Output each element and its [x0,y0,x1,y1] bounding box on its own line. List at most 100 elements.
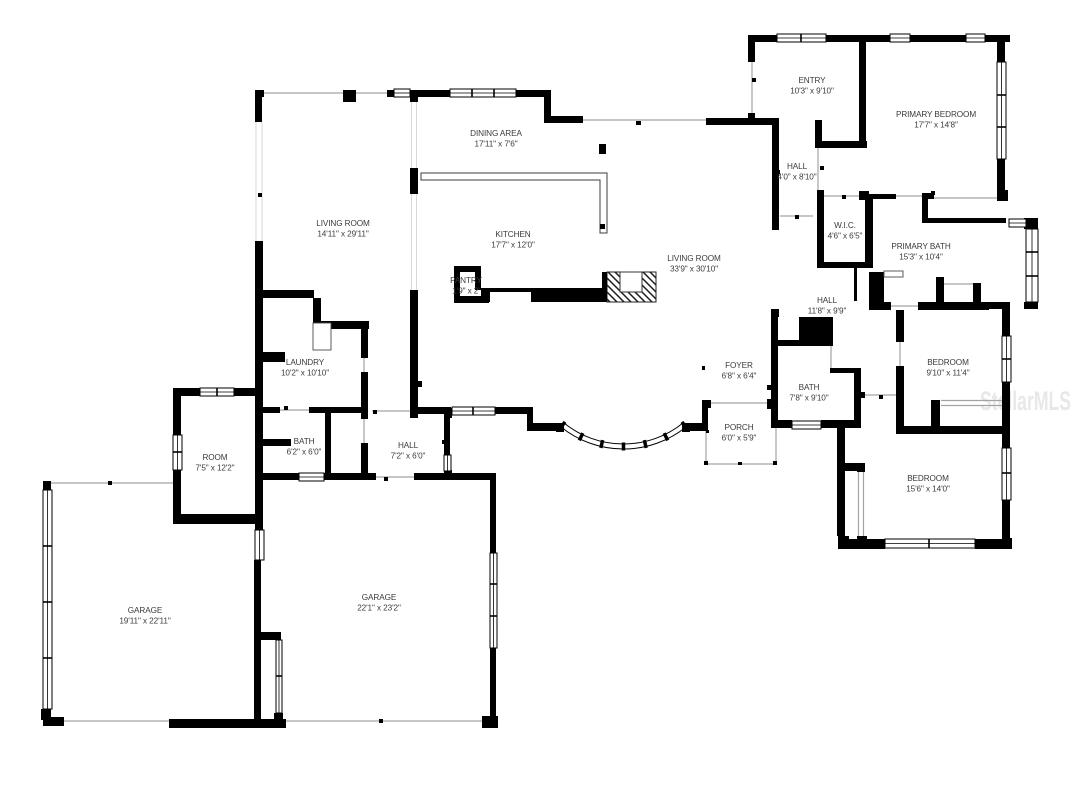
wall-segment [527,407,533,431]
bay-tick [577,432,585,442]
wall-segment [702,400,708,430]
wall-segment [896,366,904,426]
room-name-foyer: FOYER [725,361,753,370]
fireplace-firebox [619,271,643,293]
door-tick [738,462,742,465]
room-name-entry: ENTRY [798,76,826,85]
bay-tick [662,432,670,442]
wall-segment [41,709,51,720]
wall-segment [361,443,368,478]
wall-segment [490,480,496,553]
wall-segment [854,368,861,427]
room-dims-kitchen: 17'7" x 12'0" [491,241,535,250]
wall-segment [922,194,928,223]
wall-segment [767,399,777,409]
wall-segment [896,426,1002,434]
door-tick [108,481,112,485]
room-dims-living-room-1: 14'11" x 29'11" [317,230,368,239]
wall-segment [263,290,314,298]
room-name-bath-1: BATH [294,437,315,446]
wall-segment [869,272,884,310]
wall-segment [410,90,418,102]
room-dims-primary-bedroom: 17'7" x 14'8" [914,121,958,130]
wall-segment [255,473,299,480]
wall-segment [859,42,866,148]
door-tick [384,477,388,481]
wall-segment [261,632,281,640]
wall-segment [859,194,896,199]
wall-segment [1024,302,1038,309]
door-tick [379,719,383,723]
room-label-primary-bath: PRIMARY BATH 15'3" x 10'4" [891,242,951,262]
room-name-dining-area: DINING AREA [470,129,522,138]
door-tick [636,121,641,125]
wall-segment [686,423,706,431]
window [1001,447,1012,501]
room-dims-primary-bath: 15'3" x 10'4" [899,253,943,262]
wall-segment [997,190,1008,201]
room-dims-porch: 6'0" x 5'9" [722,434,757,443]
room-dims-dining-area: 17'11" x 7'6" [475,140,518,149]
door-tick [418,381,422,387]
wall-segment [815,120,822,148]
window [443,454,452,472]
window [1008,218,1027,228]
wall-segment [43,717,64,726]
counter-inset [490,292,531,302]
wall-segment [924,218,1006,223]
window [776,33,827,43]
wall-segment [748,35,755,62]
window [791,420,822,430]
wall-segment [343,90,356,102]
window [451,406,496,416]
wall-segment [444,418,450,455]
room-label-dining-area: DINING AREA 17'11" x 7'6" [470,129,522,149]
windows-layer [42,33,1039,714]
door-tick [442,440,446,444]
window [489,552,498,649]
wall-segment [544,90,551,123]
wall-segment [997,35,1005,62]
wall-segment [324,473,376,480]
room-dims-garage-1: 19'11" x 22'11" [119,617,170,626]
room-name-primary-bath: PRIMARY BATH [891,242,950,251]
room-dims-pantry: 1'9" x 2' [452,287,480,296]
wall-segment [173,388,200,396]
wall-segment [816,141,867,148]
room-dims-bedroom-3: 15'6" x 14'0" [906,485,950,494]
wall-segment [454,266,460,303]
door-tick [931,191,935,195]
room-dims-bath-2: 7'8" x 9'10" [789,394,828,403]
wall-segment [706,118,779,125]
room-dims-room: 7'5" x 12'2" [195,464,234,473]
wall-segment [975,539,1012,549]
room-label-garage-1: GARAGE 19'11" x 22'11" [119,606,171,626]
room-name-garage-1: GARAGE [128,606,163,615]
wall-segment [772,120,779,230]
wall-segment [821,420,861,428]
wall-segment [414,473,496,480]
wall-segment [748,35,778,42]
room-name-hall-1: HALL [787,162,808,171]
room-name-living-room-2: LIVING ROOM [667,254,721,263]
window [298,472,325,482]
wall-segment [826,35,890,42]
wall-segment [1002,500,1010,538]
room-dims-hall-3: 7'2" x 6'0" [391,452,426,461]
window [275,639,283,714]
window [199,387,235,397]
wall-segment [830,368,858,373]
room-dims-garage-2: 22'1" x 23'2" [357,604,401,613]
window [393,88,411,98]
wall-segment [173,396,181,435]
